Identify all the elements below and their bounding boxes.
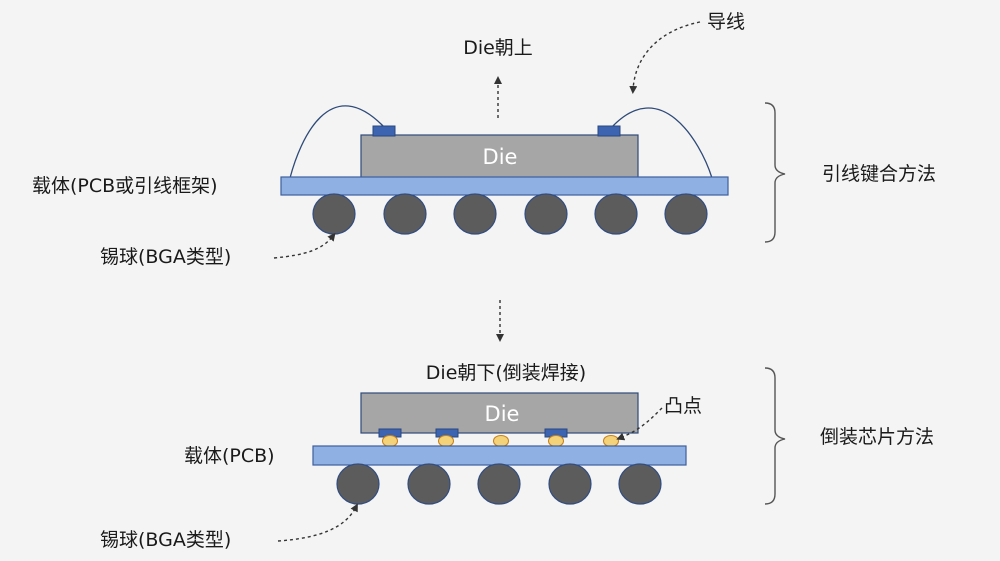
solder-ball (548, 463, 592, 505)
balls-bottom-pointer-arrow (277, 503, 358, 542)
bracket-top (764, 102, 786, 243)
solder-ball (594, 193, 638, 235)
bump-label: 凸点 (664, 395, 702, 417)
die-up-label: Die朝上 (463, 37, 533, 59)
bumps (381, 434, 620, 448)
die-top (360, 134, 639, 179)
bump (437, 434, 455, 448)
solder-ball (664, 193, 708, 235)
carrier-top (280, 176, 729, 196)
solder-balls-bottom (336, 463, 662, 505)
bump (381, 434, 399, 448)
bump (602, 434, 620, 448)
bump-pointer-arrow (616, 407, 663, 441)
wire-label: 导线 (707, 11, 745, 33)
balls-bottom-label: 锡球(BGA类型) (100, 529, 231, 551)
solder-balls-top (312, 193, 708, 235)
method-bottom-label: 倒装芯片方法 (820, 426, 934, 448)
die-top-label: Die (483, 145, 518, 169)
wire-pointer-arrow (629, 21, 701, 94)
solder-ball (383, 193, 427, 235)
bracket-bottom (764, 367, 786, 505)
solder-ball (312, 193, 356, 235)
bond-pad-right (597, 125, 621, 137)
flip-chip-section: Die朝下(倒装焊接) Die 凸点 载体(PCB) (100, 362, 934, 551)
die-down-label: Die朝下(倒装焊接) (426, 362, 586, 384)
solder-ball (336, 463, 380, 505)
balls-top-label: 锡球(BGA类型) (100, 246, 231, 268)
carrier-bottom (312, 445, 687, 466)
carrier-top-label: 载体(PCB或引线框架) (32, 175, 218, 197)
die-bottom (360, 392, 639, 434)
bond-pad-left (372, 125, 396, 137)
method-top-label: 引线键合方法 (822, 163, 936, 185)
carrier-bottom-label: 载体(PCB) (184, 445, 275, 467)
die-bottom-label: Die (485, 402, 520, 426)
bond-wire-left (289, 105, 386, 179)
solder-ball (477, 463, 521, 505)
solder-ball (524, 193, 568, 235)
balls-top-pointer-arrow (273, 232, 336, 259)
solder-ball (407, 463, 451, 505)
bond-wire-right (610, 107, 713, 179)
solder-ball (453, 193, 497, 235)
wire-bonding-section: Die朝上 导线 Die 载体(PCB或引线框架) 锡球(BGA类型) (32, 11, 936, 268)
bump (547, 434, 565, 448)
bump (492, 434, 510, 448)
solder-ball (618, 463, 662, 505)
